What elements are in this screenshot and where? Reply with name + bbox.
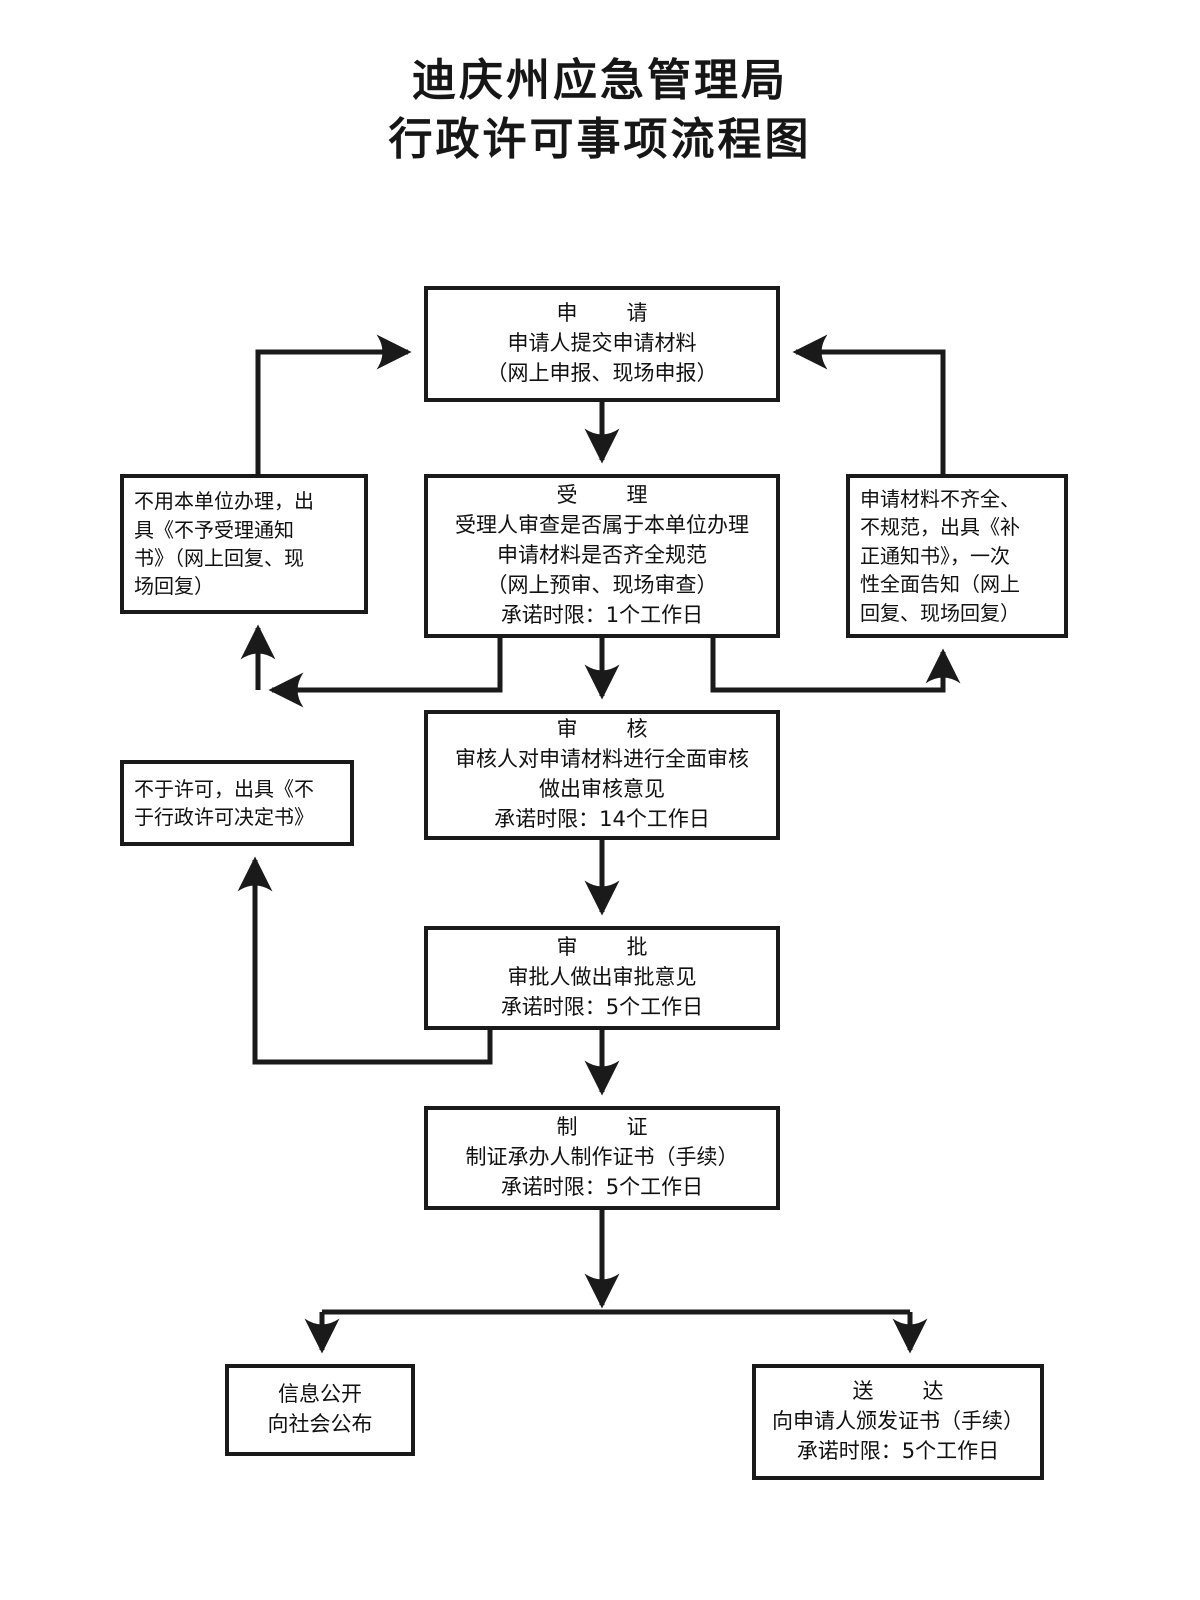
node-deliver[interactable]: 送 达 向申请人颁发证书（手续） 承诺时限：5个工作日 <box>752 1364 1044 1480</box>
edge-supplement-to-apply <box>792 334 946 474</box>
node-certify-line-2: 承诺时限：5个工作日 <box>500 1174 704 1199</box>
node-review-line-1: 审核人对申请材料进行全面审核 <box>455 747 749 772</box>
node-supplement-line-3: 性全面告知（网上 <box>860 572 1020 597</box>
node-apply-line-0: 申 请 <box>556 301 662 326</box>
node-certify-line-0: 制 证 <box>556 1115 662 1140</box>
edge-accept-to-reject <box>268 638 503 708</box>
node-deliver-line-2: 承诺时限：5个工作日 <box>796 1438 1000 1463</box>
node-supplement-line-2: 正通知书》，一次 <box>860 543 1010 568</box>
node-certify-line-1: 制证承办人制作证书（手续） <box>465 1145 739 1170</box>
node-reject-line-0: 不用本单位办理，出 <box>134 489 314 514</box>
node-accept-line-3: （网上预审、现场审查） <box>486 572 718 597</box>
page-title: 迪庆州应急管理局 行政许可事项流程图 <box>0 52 1200 169</box>
node-approve-line-0: 审 批 <box>556 935 662 960</box>
node-review-line-0: 审 核 <box>556 717 662 742</box>
node-publish[interactable]: 信息公开 向社会公布 <box>225 1364 415 1456</box>
node-reject[interactable]: 不用本单位办理，出 具《不予受理通知 书》（网上回复、现 场回复） <box>120 474 368 614</box>
node-publish-line-1: 向社会公布 <box>267 1412 373 1436</box>
node-approve-line-1: 审批人做出审批意见 <box>507 965 697 990</box>
edge-accept-to-supplement <box>710 638 961 693</box>
node-review-line-3: 承诺时限：14个工作日 <box>494 806 710 831</box>
title-line-2: 行政许可事项流程图 <box>388 113 812 165</box>
node-apply-line-2: （网上申报、现场申报） <box>486 360 718 385</box>
node-publish-line-0: 信息公开 <box>278 1382 362 1407</box>
node-certify[interactable]: 制 证 制证承办人制作证书（手续） 承诺时限：5个工作日 <box>424 1106 780 1210</box>
node-accept-line-4: 承诺时限：1个工作日 <box>500 602 704 627</box>
node-accept-line-2: 申请材料是否齐全规范 <box>497 543 707 568</box>
node-apply[interactable]: 申 请 申请人提交申请材料 （网上申报、现场申报） <box>424 286 780 402</box>
edge-approve-to-deny <box>237 856 493 1065</box>
node-accept[interactable]: 受 理 受理人审查是否属于本单位办理 申请材料是否齐全规范 （网上预审、现场审查… <box>424 474 780 638</box>
node-deny-line-0: 不于许可，出具《不 <box>134 776 314 801</box>
node-reject-line-3: 场回复） <box>134 574 214 599</box>
node-accept-line-0: 受 理 <box>556 483 662 508</box>
node-supplement-line-4: 回复、现场回复） <box>860 600 1020 625</box>
node-review[interactable]: 审 核 审核人对申请材料进行全面审核 做出审核意见 承诺时限：14个工作日 <box>424 710 780 840</box>
node-supplement[interactable]: 申请材料不齐全、 不规范，出具《补 正通知书》，一次 性全面告知（网上 回复、现… <box>846 474 1068 638</box>
node-deny[interactable]: 不于许可，出具《不 于行政许可决定书》 <box>120 760 354 846</box>
node-deny-line-1: 于行政许可决定书》 <box>134 805 314 829</box>
node-approve[interactable]: 审 批 审批人做出审批意见 承诺时限：5个工作日 <box>424 926 780 1030</box>
node-supplement-line-0: 申请材料不齐全、 <box>860 487 1020 512</box>
node-deliver-line-0: 送 达 <box>852 1379 958 1404</box>
node-deliver-line-1: 向申请人颁发证书（手续） <box>772 1409 1024 1434</box>
node-reject-line-1: 具《不予受理通知 <box>134 517 294 542</box>
node-accept-line-1: 受理人审查是否属于本单位办理 <box>455 513 749 538</box>
node-reject-line-2: 书》（网上回复、现 <box>134 546 304 570</box>
edge-reject-to-apply <box>255 334 412 474</box>
title-line-1: 迪庆州应急管理局 <box>412 55 788 106</box>
node-supplement-line-1: 不规范，出具《补 <box>860 515 1020 540</box>
node-review-line-2: 做出审核意见 <box>539 777 665 801</box>
node-apply-line-1: 申请人提交申请材料 <box>507 331 697 356</box>
node-approve-line-2: 承诺时限：5个工作日 <box>500 994 704 1019</box>
